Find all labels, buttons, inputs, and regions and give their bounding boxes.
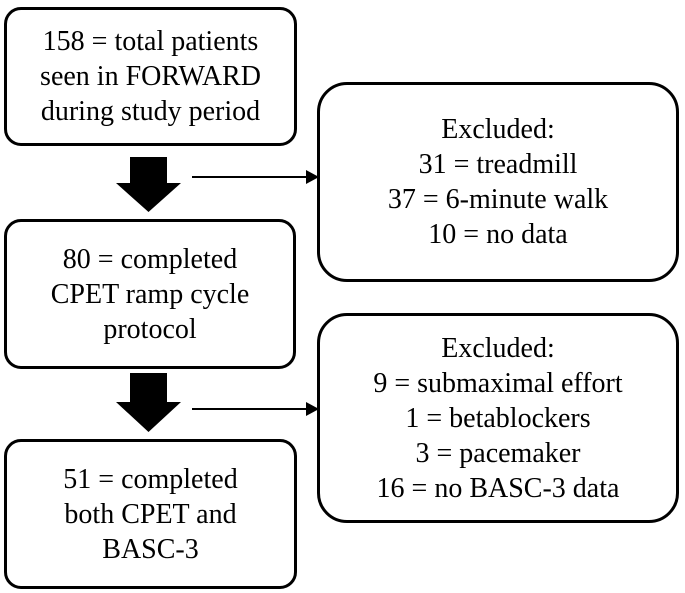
thin-right-arrow-icon	[192, 170, 319, 184]
box-text-line: during study period	[40, 96, 261, 127]
block-down-arrow-icon	[116, 157, 181, 212]
block-down-arrow-total-to-cpet	[116, 157, 181, 212]
box-text-line: both CPET and	[64, 498, 237, 530]
block-down-arrow-cpet-to-both	[116, 373, 181, 432]
block-down-arrow-icon	[116, 373, 181, 432]
box-text-line: seen in FORWARD	[40, 61, 261, 92]
box-text-line: Excluded:	[441, 332, 555, 364]
thin-right-arrow-icon	[192, 402, 319, 416]
box-completed-cpet: 80 = completed CPET ramp cycle protocol	[4, 219, 296, 369]
box-excluded-first: Excluded: 31 = treadmill 37 = 6-minute w…	[317, 82, 679, 282]
box-excluded-second: Excluded: 9 = submaximal effort 1 = beta…	[317, 313, 679, 523]
box-text-line: Excluded:	[441, 114, 555, 145]
box-text-line: CPET ramp cycle	[50, 278, 250, 310]
box-text-line: 1 = betablockers	[405, 402, 591, 434]
box-completed-both: 51 = completed both CPET and BASC-3	[4, 439, 297, 589]
box-text-line: 16 = no BASC-3 data	[376, 472, 620, 504]
box-text-line: 31 = treadmill	[418, 149, 578, 180]
box-text-line: protocol	[103, 313, 197, 345]
box-text-line: 37 = 6-minute walk	[387, 184, 609, 215]
box-text-line: 9 = submaximal effort	[373, 367, 623, 399]
box-total-patients: 158 = total patients seen in FORWARD dur…	[4, 7, 297, 146]
box-text-line: 51 = completed	[63, 463, 238, 495]
box-text-line: 158 = total patients	[42, 26, 259, 57]
box-text-line: 10 = no data	[428, 219, 568, 250]
box-text-line: BASC-3	[102, 533, 199, 565]
box-text-line: 3 = pacemaker	[415, 437, 581, 469]
box-text-line: 80 = completed	[62, 243, 238, 275]
